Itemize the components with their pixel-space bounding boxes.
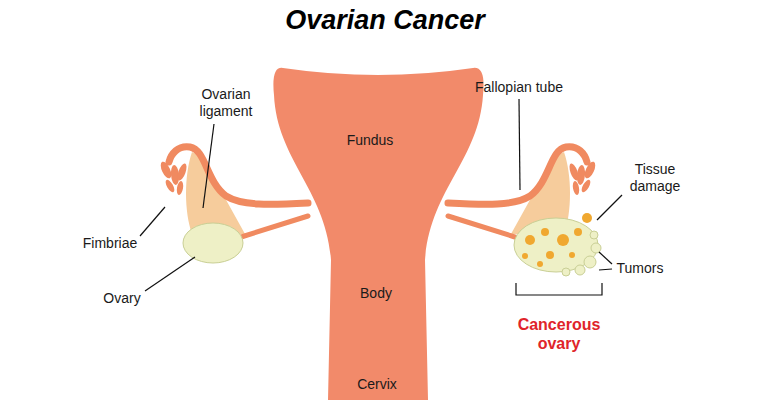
part-label: Ovary (103, 290, 140, 307)
leader-lines (140, 99, 622, 295)
cancerous-ovary (514, 213, 601, 276)
ovary (183, 223, 243, 263)
part-label: Cervix (357, 376, 397, 393)
diagram-title: Ovarian Cancer (285, 5, 485, 36)
left-tube (159, 147, 308, 238)
uterus (273, 68, 483, 400)
part-label: Ovarian ligament (186, 86, 266, 120)
part-label: Tumors (617, 260, 664, 277)
part-label: Tissue damage (619, 161, 691, 195)
part-label: Fimbriae (83, 235, 137, 252)
part-label: Fallopian tube (475, 79, 563, 96)
part-label: Fundus (347, 132, 394, 149)
callout-heading: Cancerous ovary (504, 315, 614, 353)
part-label: Body (360, 285, 392, 302)
